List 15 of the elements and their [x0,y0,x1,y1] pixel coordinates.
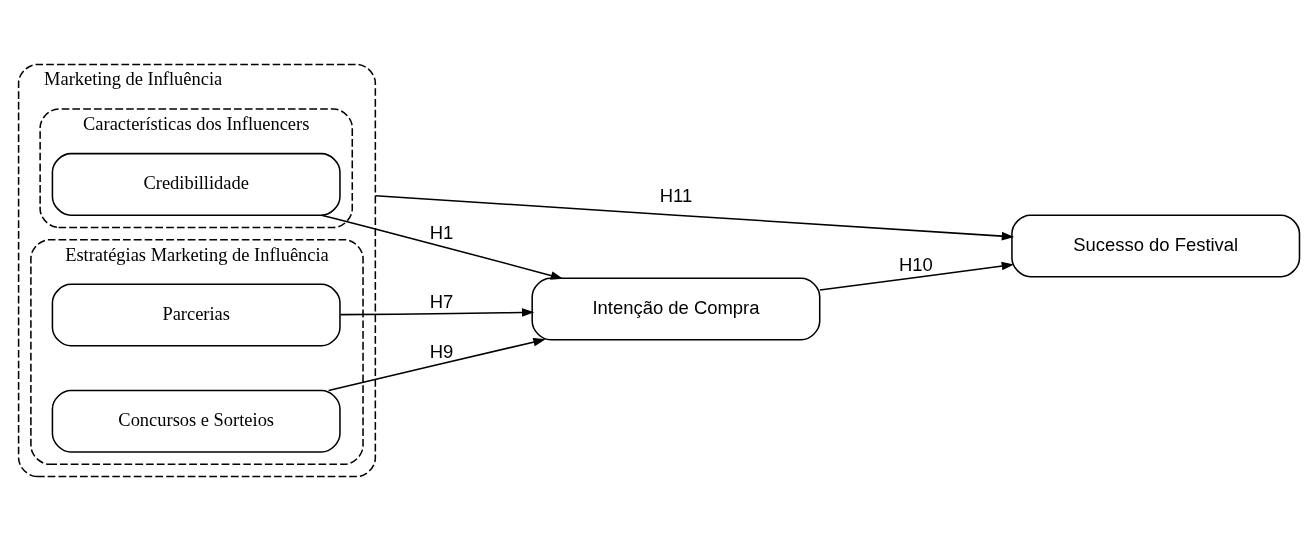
edge-label: H9 [429,340,454,362]
node-box: Concursos e Sorteios [51,389,341,453]
arrow [327,337,546,392]
arrow [374,195,1015,241]
node-box: Intenção de Compra [531,277,821,341]
edge-label: H11 [659,185,693,207]
node-box: Sucesso do Festival [1011,214,1301,278]
arrow [819,261,1014,291]
node-box: Parcerias [51,283,341,347]
edge-label: H1 [429,222,454,244]
node-box: Credibillidade [51,152,341,216]
arrow [339,308,535,317]
edge-label: H10 [898,254,933,276]
edge-label: H7 [429,291,454,313]
arrow [320,214,564,280]
